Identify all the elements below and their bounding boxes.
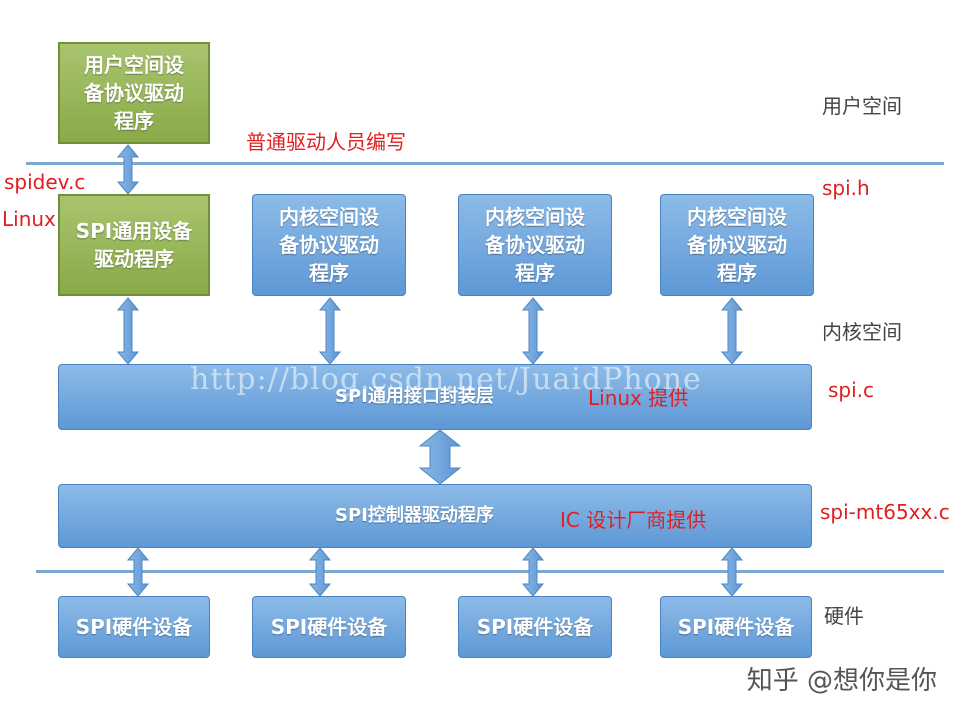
hw-device-box-1: SPI硬件设备 [58, 596, 210, 658]
linux-provided-annotation: Linux 提供 [588, 386, 689, 410]
hw-device-box-3: SPI硬件设备 [458, 596, 612, 658]
user-to-generic-arrow [116, 144, 140, 195]
kernel-driver-box-1: 内核空间设 备协议驱动 程序 [252, 194, 406, 296]
kernel3-to-interface-arrow [720, 297, 744, 365]
kernel-driver-box-3: 内核空间设 备协议驱动 程序 [660, 194, 814, 296]
user-space-driver-box: 用户空间设 备协议驱动 程序 [58, 42, 210, 144]
linux-annotation: Linux [2, 207, 56, 231]
generic-to-interface-arrow [116, 297, 140, 365]
kernel-driver-box-2: 内核空间设 备协议驱动 程序 [458, 194, 612, 296]
spi-mt65xx-c-annotation: spi-mt65xx.c [820, 500, 950, 524]
spi-generic-driver-box: SPI通用设备 驱动程序 [58, 194, 210, 296]
ic-vendor-provided-annotation: IC 设计厂商提供 [560, 508, 707, 532]
spi-controller-driver-box: SPI控制器驱动程序 [58, 484, 812, 548]
spidev-c-annotation: spidev.c [4, 170, 86, 194]
spi-h-annotation: spi.h [822, 176, 870, 200]
kernel-space-label: 内核空间 [822, 320, 902, 344]
hw-device-box-2: SPI硬件设备 [252, 596, 406, 658]
user-space-label: 用户空间 [822, 94, 902, 118]
watermark: http://blog.csdn.net/JuaidPhone [190, 362, 702, 397]
controller-to-hw2-arrow [308, 547, 332, 597]
controller-to-hw3-arrow [521, 547, 545, 597]
controller-to-hw1-arrow [126, 547, 150, 597]
kernel2-to-interface-arrow [521, 297, 545, 365]
interface-to-controller-arrow [418, 429, 462, 485]
user-kernel-separator [26, 162, 944, 165]
footer-attribution: 知乎 @想你是你 [746, 666, 937, 696]
controller-to-hw4-arrow [720, 547, 744, 597]
kernel1-to-interface-arrow [318, 297, 342, 365]
spi-c-annotation: spi.c [828, 378, 875, 402]
hw-device-box-4: SPI硬件设备 [660, 596, 812, 658]
spi-interface-layer-box: SPI通用接口封装层 [58, 364, 812, 430]
written-by-annotation: 普通驱动人员编写 [246, 130, 406, 154]
kernel-hardware-separator [36, 570, 944, 573]
hardware-label: 硬件 [824, 604, 864, 628]
